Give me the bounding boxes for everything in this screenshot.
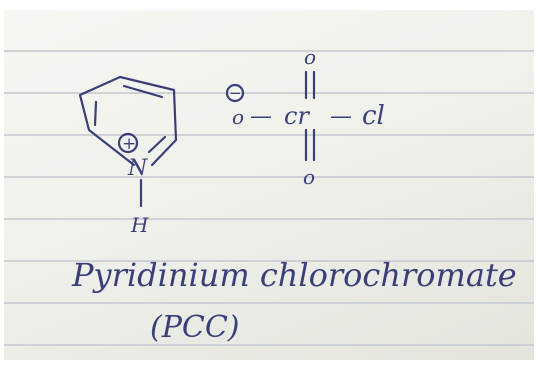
oxygen-anion: o xyxy=(232,105,244,129)
nitrogen-atom: N xyxy=(127,156,148,181)
positive-charge: + xyxy=(122,134,136,154)
compound-name: Pyridinium chlorochromate xyxy=(71,256,517,294)
ruled-line xyxy=(4,176,534,178)
ruled-line xyxy=(4,92,534,94)
ruled-line xyxy=(4,134,534,136)
bond-o-cr: — xyxy=(250,104,272,129)
pyridine-ring xyxy=(78,75,178,167)
oxygen-bottom: o xyxy=(303,165,315,189)
ruled-line xyxy=(4,50,534,52)
oxygen-top: o xyxy=(304,45,316,69)
compound-abbreviation: (PCC) xyxy=(150,310,240,345)
hydrogen-atom: H xyxy=(130,213,149,237)
ruled-line xyxy=(4,302,534,304)
negative-charge: − xyxy=(229,84,242,102)
negative-charge-circle xyxy=(225,83,245,103)
notebook-photo xyxy=(4,10,534,360)
chromium-atom: cr xyxy=(284,102,310,130)
bond-cr-cl: — xyxy=(330,104,352,129)
ruled-line xyxy=(4,344,534,346)
chlorine-atom: cl xyxy=(362,101,385,131)
ruled-line xyxy=(4,260,534,262)
ruled-line xyxy=(4,218,534,220)
positive-charge-circle xyxy=(117,132,139,154)
